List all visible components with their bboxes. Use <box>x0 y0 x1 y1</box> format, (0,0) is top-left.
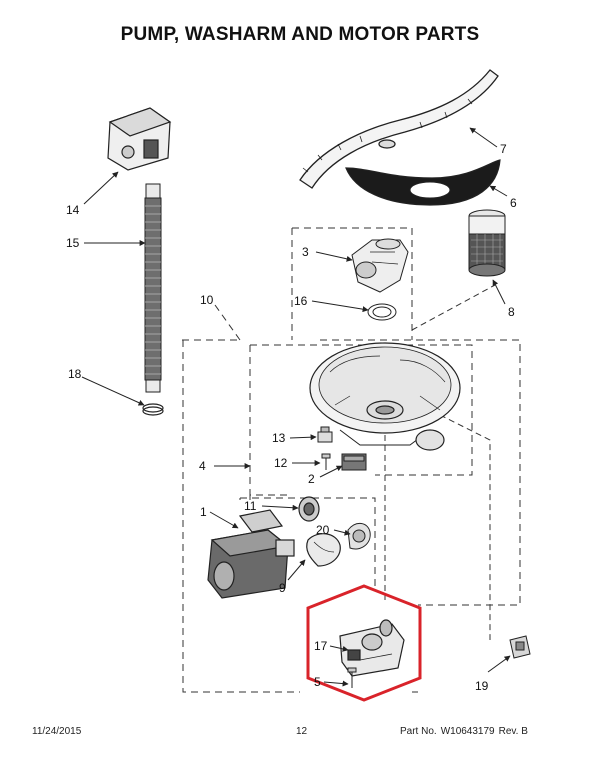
callout-5: 5 <box>314 675 321 689</box>
upper-assembly-outline <box>291 227 413 340</box>
pump-seal <box>298 496 320 522</box>
callout-3: 3 <box>302 245 309 259</box>
valve-housing <box>107 107 172 171</box>
leader-5 <box>323 680 349 687</box>
callout-14: 14 <box>66 203 80 217</box>
callout-16: 16 <box>294 294 308 308</box>
leader-lines <box>81 127 511 687</box>
hose-clamp <box>142 403 164 416</box>
footer-revision: Rev. B <box>498 726 528 737</box>
leader-2 <box>319 465 343 478</box>
filter-cylinder <box>468 209 506 277</box>
leader-7 <box>469 127 498 148</box>
callout-8: 8 <box>508 305 515 319</box>
diverter-housing <box>351 238 409 293</box>
sump-assembly <box>309 342 461 451</box>
leader-6 <box>489 185 508 197</box>
footer-date: 11/24/2015 <box>32 726 82 737</box>
callout-17: 17 <box>314 639 328 653</box>
callout-6: 6 <box>510 196 517 210</box>
page-title: PUMP, WASHARM AND MOTOR PARTS <box>120 24 480 45</box>
pump-mount-screw <box>347 667 357 688</box>
leader-16 <box>311 300 369 313</box>
callout-10-leader <box>214 304 241 341</box>
leader-3 <box>315 251 353 262</box>
drain-pump <box>339 619 405 677</box>
sump-assembly-outline <box>182 339 521 693</box>
callout-4: 4 <box>199 459 206 473</box>
leader-1 <box>209 511 239 529</box>
callout-10: 10 <box>200 293 214 307</box>
leader-14 <box>83 171 119 205</box>
leader-19 <box>487 655 511 673</box>
footer-part-number: W10643179 <box>440 726 495 737</box>
connection-lines <box>384 284 496 640</box>
callout-numbers: 1 2 3 4 5 6 7 8 9 10 11 12 13 14 15 16 1… <box>66 142 517 693</box>
elbow-hose <box>306 533 341 567</box>
callout-15: 15 <box>66 236 80 250</box>
heater-connector <box>509 635 531 659</box>
highlight-hexagon <box>306 584 422 702</box>
callout-20: 20 <box>316 523 330 537</box>
leader-17 <box>329 645 349 652</box>
callout-12: 12 <box>274 456 288 470</box>
footer-page-number: 12 <box>296 726 308 737</box>
upper-wash-arm <box>299 69 499 189</box>
screw <box>321 453 331 470</box>
hose-fitting <box>347 523 371 550</box>
corrugated-hose <box>144 183 162 393</box>
callout-1: 1 <box>200 505 207 519</box>
leader-18 <box>81 376 145 406</box>
callout-11: 11 <box>244 499 257 513</box>
footer-part-label: Part No. <box>400 726 437 737</box>
turbidity-sensor <box>341 453 367 471</box>
leader-11 <box>261 504 299 511</box>
leader-9 <box>287 559 306 581</box>
fine-filter-disk <box>345 159 501 206</box>
wash-motor <box>207 509 295 599</box>
leader-8 <box>492 279 506 305</box>
upper-link-line <box>411 284 496 331</box>
callout-7: 7 <box>500 142 507 156</box>
callout-9: 9 <box>279 581 286 595</box>
leader-20 <box>333 529 351 536</box>
leader-13 <box>289 434 317 441</box>
callout-2: 2 <box>308 472 315 486</box>
callout-13: 13 <box>272 431 286 445</box>
sensor-clip <box>317 426 333 443</box>
callout-19: 19 <box>475 679 489 693</box>
pump-assembly-outline <box>239 497 376 590</box>
callout-18: 18 <box>68 367 82 381</box>
seal-ring <box>367 303 397 321</box>
heater-link-line <box>439 414 491 640</box>
